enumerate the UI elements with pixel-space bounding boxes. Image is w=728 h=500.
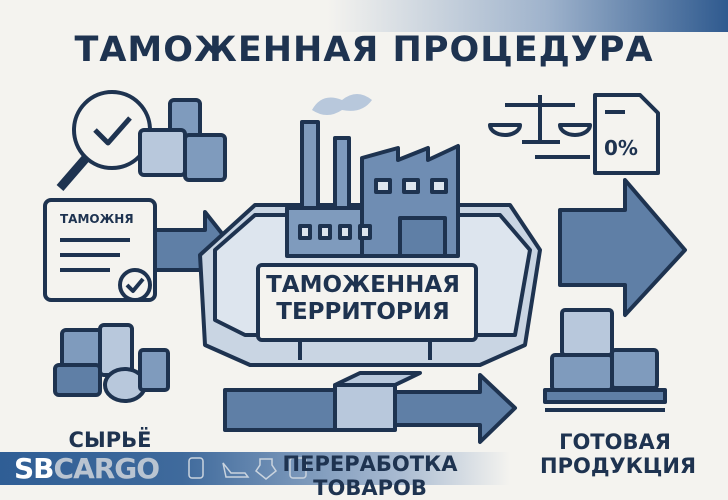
magnifier-check-icon xyxy=(56,90,152,191)
territory-sign-board xyxy=(256,263,478,342)
page-title: ТАМОЖЕННАЯ ПРОЦЕДУРА xyxy=(74,30,654,70)
transport-icons xyxy=(188,457,307,480)
bottom-brand-band xyxy=(0,452,728,485)
pallet-boxes-icon xyxy=(543,308,667,412)
duty-document-icon xyxy=(593,93,660,175)
output-arrow xyxy=(558,178,687,317)
sign-line-1: ТАМОЖЕННАЯ xyxy=(266,272,460,298)
train-icon xyxy=(188,457,204,479)
sign-line-2: ТЕРРИТОРИЯ xyxy=(276,299,450,325)
top-gradient-band xyxy=(0,0,728,32)
raw-materials-label: СЫРЬЁ xyxy=(68,428,152,452)
finished-goods-label: ГОТОВАЯ ПРОДУКЦИЯ xyxy=(540,430,697,478)
scales-icon xyxy=(488,95,592,159)
customs-document-icon xyxy=(43,198,157,302)
plane-icon xyxy=(222,462,250,478)
raw-materials-icon xyxy=(53,323,170,403)
box-icon xyxy=(333,371,422,432)
goods-stack-icon xyxy=(138,98,227,182)
processing-arrow xyxy=(223,388,342,432)
brand-logo: SBCARGO xyxy=(14,452,161,485)
customs-illustration xyxy=(43,90,687,444)
processing-label: ПЕРЕРАБОТКА ТОВАРОВ xyxy=(282,452,458,500)
brand-part2: CARGO xyxy=(53,452,161,485)
customs-document-label: ТАМОЖНЯ xyxy=(60,212,134,226)
smoke xyxy=(312,94,372,115)
finished-line-1: ГОТОВАЯ xyxy=(559,430,671,454)
territory-sign: ТАМОЖЕННАЯ ТЕРРИТОРИЯ xyxy=(258,272,468,326)
finished-line-2: ПРОДУКЦИЯ xyxy=(540,454,697,478)
factory-icon xyxy=(285,120,460,258)
brand-part1: SB xyxy=(14,452,55,485)
ship-icon xyxy=(254,458,278,480)
duty-rate-label: 0% xyxy=(604,136,638,160)
truck-icon xyxy=(289,457,307,479)
